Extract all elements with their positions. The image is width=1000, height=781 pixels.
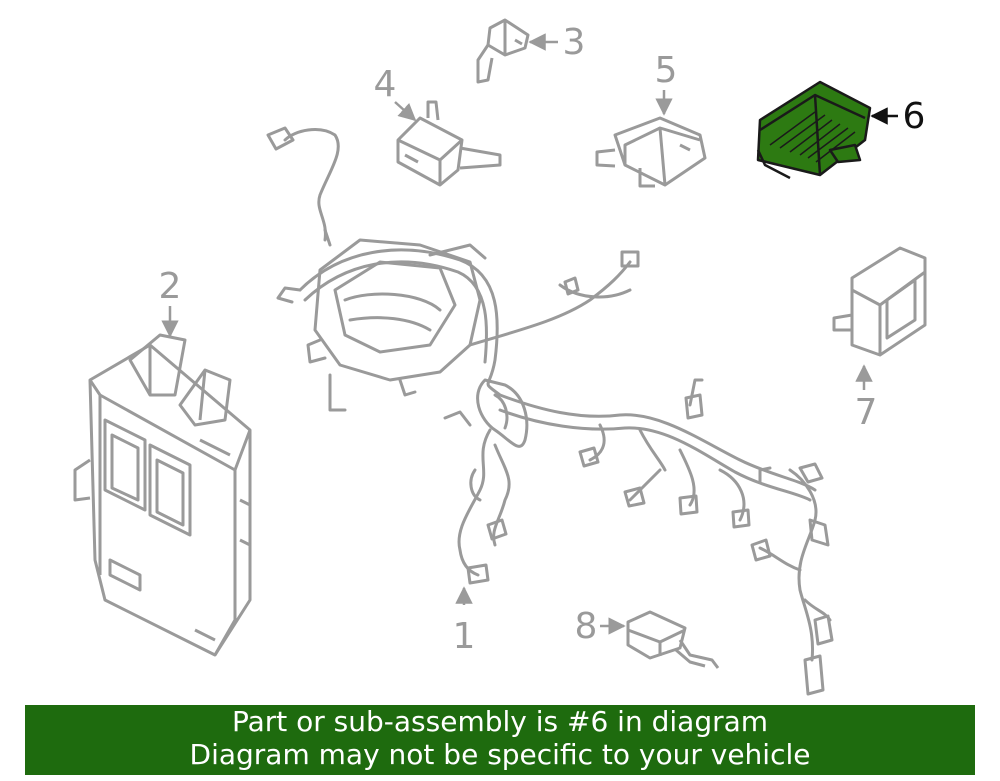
callout-1: 1: [453, 616, 476, 657]
callout-3: 3: [563, 22, 586, 63]
bracket-module-part-5[interactable]: [595, 116, 707, 188]
callout-4: 4: [374, 64, 397, 105]
banner-line-1: Part or sub-assembly is #6 in diagram: [231, 705, 769, 738]
sensor-part-8[interactable]: [626, 610, 720, 669]
wiring-harness-part-1[interactable]: [266, 126, 834, 696]
callout-arrows: [161, 33, 898, 635]
callout-2: 2: [159, 266, 182, 307]
highlighted-module-part-6[interactable]: [756, 80, 872, 180]
module-part-7[interactable]: [832, 246, 927, 357]
callout-7: 7: [855, 392, 878, 433]
callout-5: 5: [655, 50, 678, 91]
callout-8: 8: [575, 606, 598, 647]
info-banner: Part or sub-assembly is #6 in diagram Di…: [25, 705, 975, 775]
callout-6: 6: [903, 96, 926, 137]
connector-part-3[interactable]: [476, 18, 530, 84]
arrow-4: [394, 101, 417, 122]
banner-line-2: Diagram may not be specific to your vehi…: [189, 738, 811, 771]
control-module-part-2[interactable]: [73, 333, 252, 657]
sensor-part-4[interactable]: [396, 100, 502, 187]
